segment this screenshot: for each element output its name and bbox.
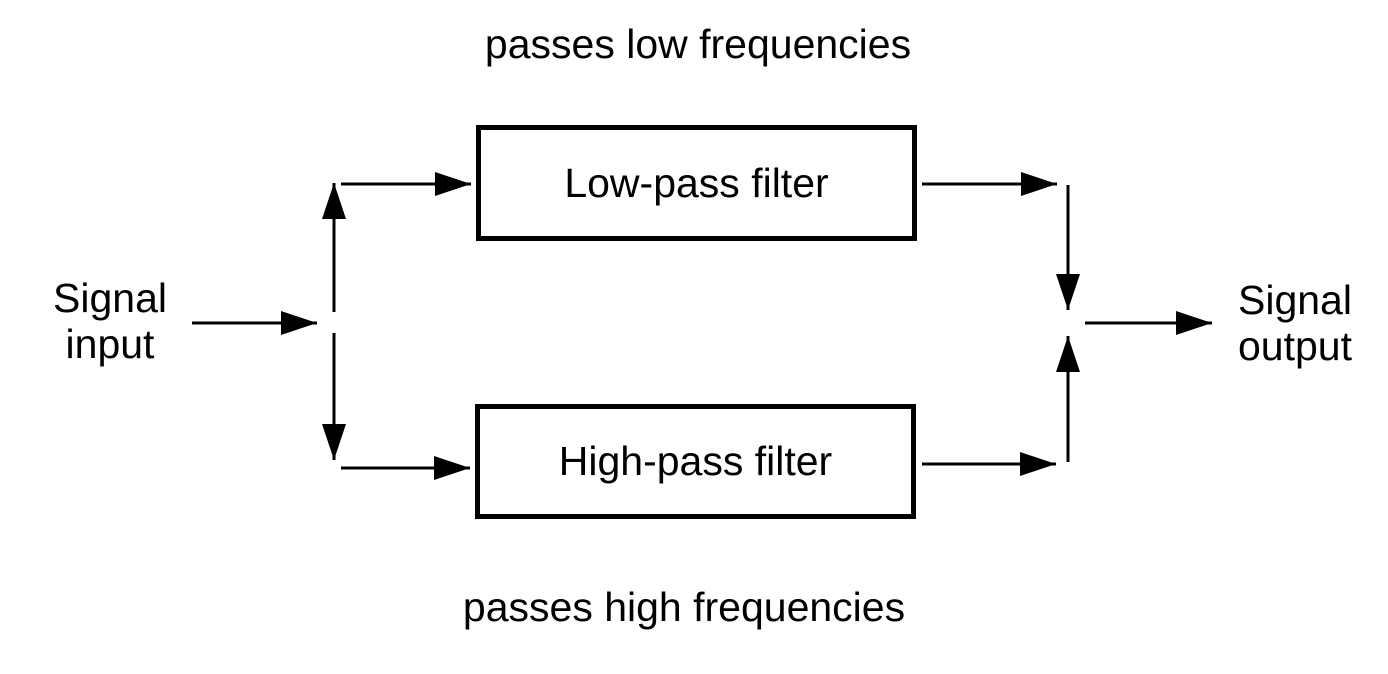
signal-output-line1: Signal (1238, 277, 1352, 323)
low-pass-filter-box: Low-pass filter (476, 125, 917, 241)
caption-passes-low: passes low frequencies (484, 21, 912, 67)
high-pass-filter-box: High-pass filter (475, 404, 916, 519)
caption-passes-high: passes high frequencies (462, 584, 906, 630)
signal-output-label: Signal output (1238, 277, 1352, 370)
signal-output-line2: output (1238, 323, 1352, 370)
signal-input-line2: input (65, 321, 155, 368)
high-pass-filter-label: High-pass filter (558, 438, 833, 484)
signal-input-line1: Signal (53, 275, 167, 321)
signal-input-label: Signal input (53, 275, 167, 368)
low-pass-filter-label: Low-pass filter (564, 159, 829, 206)
